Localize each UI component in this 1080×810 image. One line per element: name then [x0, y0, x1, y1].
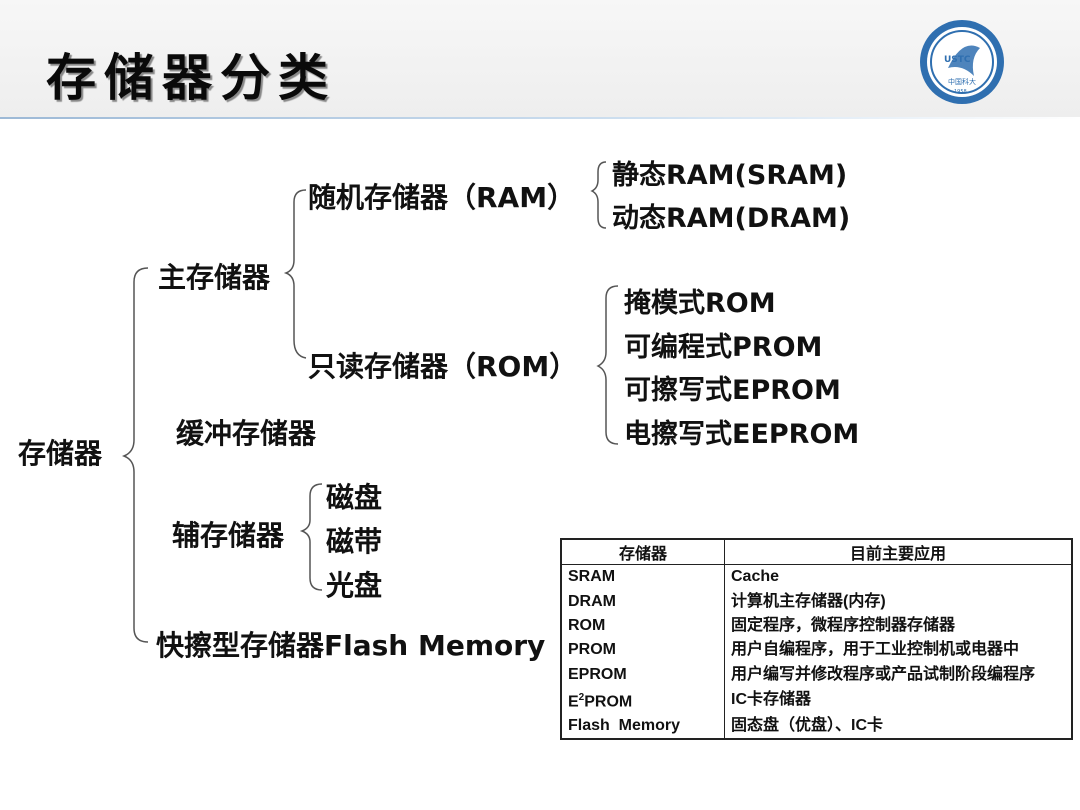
row-memory: EPROM [562, 662, 725, 687]
row-application: 固态盘（优盘）、IC卡 [731, 716, 884, 734]
prom-label: 可编程式PROM [624, 332, 823, 363]
table-row: ROM 固定程序，微程序控制器存储器 [562, 613, 1071, 639]
flash-memory-label: 快擦型存储器Flash Memory [156, 629, 546, 662]
table-row: SRAM Cache [562, 564, 1071, 590]
optical-disc-label: 光盘 [326, 569, 383, 602]
logo-text-mid: 中国科大 [948, 77, 976, 86]
root-brace [121, 267, 149, 643]
rom-brace [596, 285, 619, 445]
secondary-memory-label: 辅存储器 [172, 519, 285, 552]
row-memory: PROM [562, 638, 725, 663]
table-row: Flash Memory 固态盘（优盘）、IC卡 [562, 713, 1071, 738]
slide-title: 存储器分类 [46, 48, 336, 107]
row-application: Cache [731, 568, 780, 586]
ustc-logo-icon: USTC 中国科大 1958 [920, 20, 1004, 104]
eeprom-label: 电擦写式EEPROM [624, 419, 860, 450]
row-application: IC卡存储器 [731, 691, 812, 709]
mask-rom-label: 掩模式ROM [624, 288, 776, 319]
e2prom-superscript: 2 [578, 692, 585, 704]
row-memory: DRAM [562, 589, 725, 614]
row-application: 用户编写并修改程序或产品试制阶段编程序 [731, 665, 1036, 683]
table-row: PROM 用户自编程序，用于工业控制机或电器中 [562, 638, 1071, 663]
eprom-label: 可擦写式EPROM [624, 375, 841, 406]
table-row: DRAM 计算机主存储器(内存) [562, 589, 1071, 614]
buffer-memory-label: 缓冲存储器 [176, 417, 317, 450]
dram-label: 动态RAM(DRAM) [612, 203, 851, 234]
tape-label: 磁带 [326, 525, 383, 558]
row-memory: E2PROM [562, 686, 725, 714]
logo-text-year: 1958 [954, 89, 967, 95]
row-application: 计算机主存储器(内存) [731, 592, 886, 610]
main-memory-label: 主存储器 [158, 261, 271, 294]
main-memory-brace [283, 189, 307, 359]
row-application: 固定程序，微程序控制器存储器 [731, 616, 956, 634]
table-row: E2PROM IC卡存储器 [562, 686, 1071, 714]
row-memory: Flash Memory [562, 713, 725, 738]
row-application: 用户自编程序，用于工业控制机或电器中 [731, 641, 1020, 659]
table-row: EPROM 用户编写并修改程序或产品试制阶段编程序 [562, 662, 1071, 687]
root-label: 存储器 [18, 437, 103, 470]
header-divider [0, 117, 1080, 119]
row-memory: ROM [562, 613, 725, 639]
secondary-brace [299, 483, 323, 591]
row-memory: SRAM [562, 564, 725, 590]
ram-label: 随机存储器（RAM） [308, 181, 576, 214]
applications-table: 存储器 目前主要应用 SRAM Cache DRAM 计算机主存储器(内存) R… [560, 538, 1073, 740]
sram-label: 静态RAM(SRAM) [612, 160, 848, 191]
e2prom-suffix: PROM [584, 693, 633, 711]
ram-brace [590, 161, 607, 229]
rom-label: 只读存储器（ROM） [308, 350, 578, 383]
header-memory: 存储器 [562, 540, 725, 565]
header-band [0, 0, 1080, 118]
table-header-row: 存储器 目前主要应用 [562, 540, 1071, 565]
logo-text-top: USTC [944, 55, 971, 65]
disk-label: 磁盘 [326, 481, 383, 514]
e2prom-prefix: E [568, 693, 579, 711]
header-application: 目前主要应用 [724, 540, 1071, 565]
